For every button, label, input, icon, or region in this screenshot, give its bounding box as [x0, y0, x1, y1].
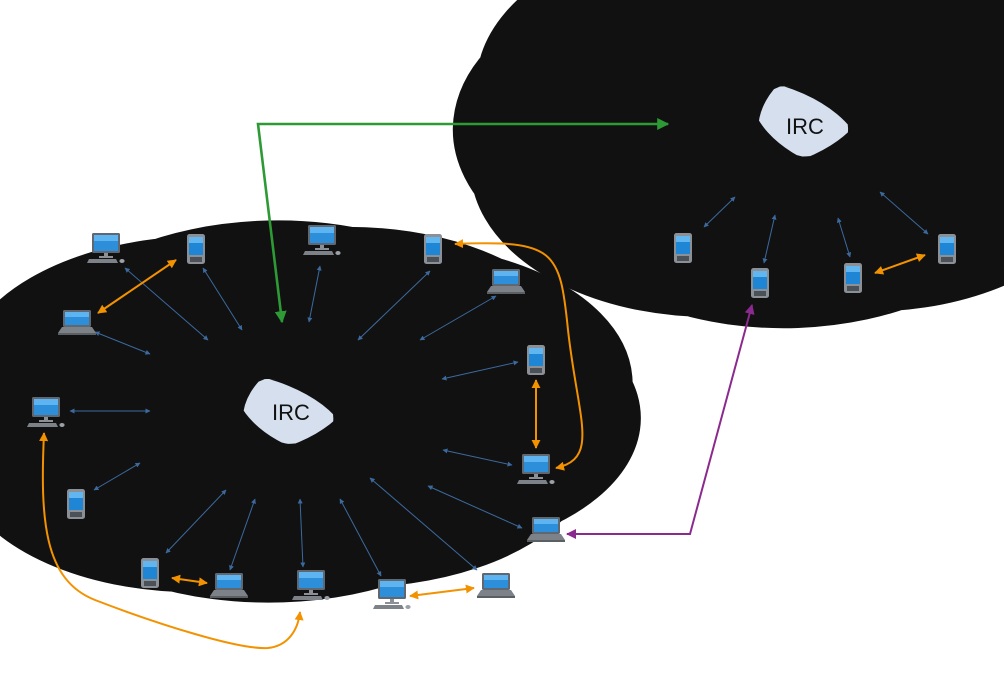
client-link — [339, 498, 382, 577]
irc-cloud-remote-label: IRC — [786, 114, 824, 139]
smartphone-icon — [674, 233, 692, 263]
laptop-icon — [210, 573, 248, 598]
client-link — [879, 191, 929, 235]
client-link — [202, 267, 243, 331]
client-link — [762, 214, 777, 264]
irc-cloud-main: IRC — [134, 332, 442, 491]
client-link — [94, 331, 151, 355]
client-link — [836, 217, 852, 258]
peer-link — [97, 259, 177, 314]
smartphone-icon — [938, 234, 956, 264]
laptop-icon — [527, 517, 565, 542]
peer-link — [39, 432, 304, 650]
laptop-icon — [477, 573, 515, 598]
desktop-icon — [373, 579, 411, 609]
laptop-icon — [58, 310, 96, 335]
peer-link — [409, 584, 475, 600]
client-links-remote — [703, 191, 929, 264]
cross-network-link — [566, 304, 755, 539]
server-link — [256, 118, 670, 324]
client-link — [369, 477, 478, 571]
irc-cloud-main-label: IRC — [272, 400, 310, 425]
client-link — [703, 196, 736, 228]
peer-link — [874, 253, 926, 275]
laptop-icon — [487, 269, 525, 294]
smartphone-icon — [187, 234, 205, 264]
smartphone-icon — [67, 489, 85, 519]
smartphone-icon — [424, 234, 442, 264]
smartphone-icon — [844, 263, 862, 293]
smartphone-icon — [527, 345, 545, 375]
smartphone-icon — [751, 268, 769, 298]
smartphone-icon — [141, 558, 159, 588]
irc-cloud-remote: IRC — [650, 36, 956, 208]
